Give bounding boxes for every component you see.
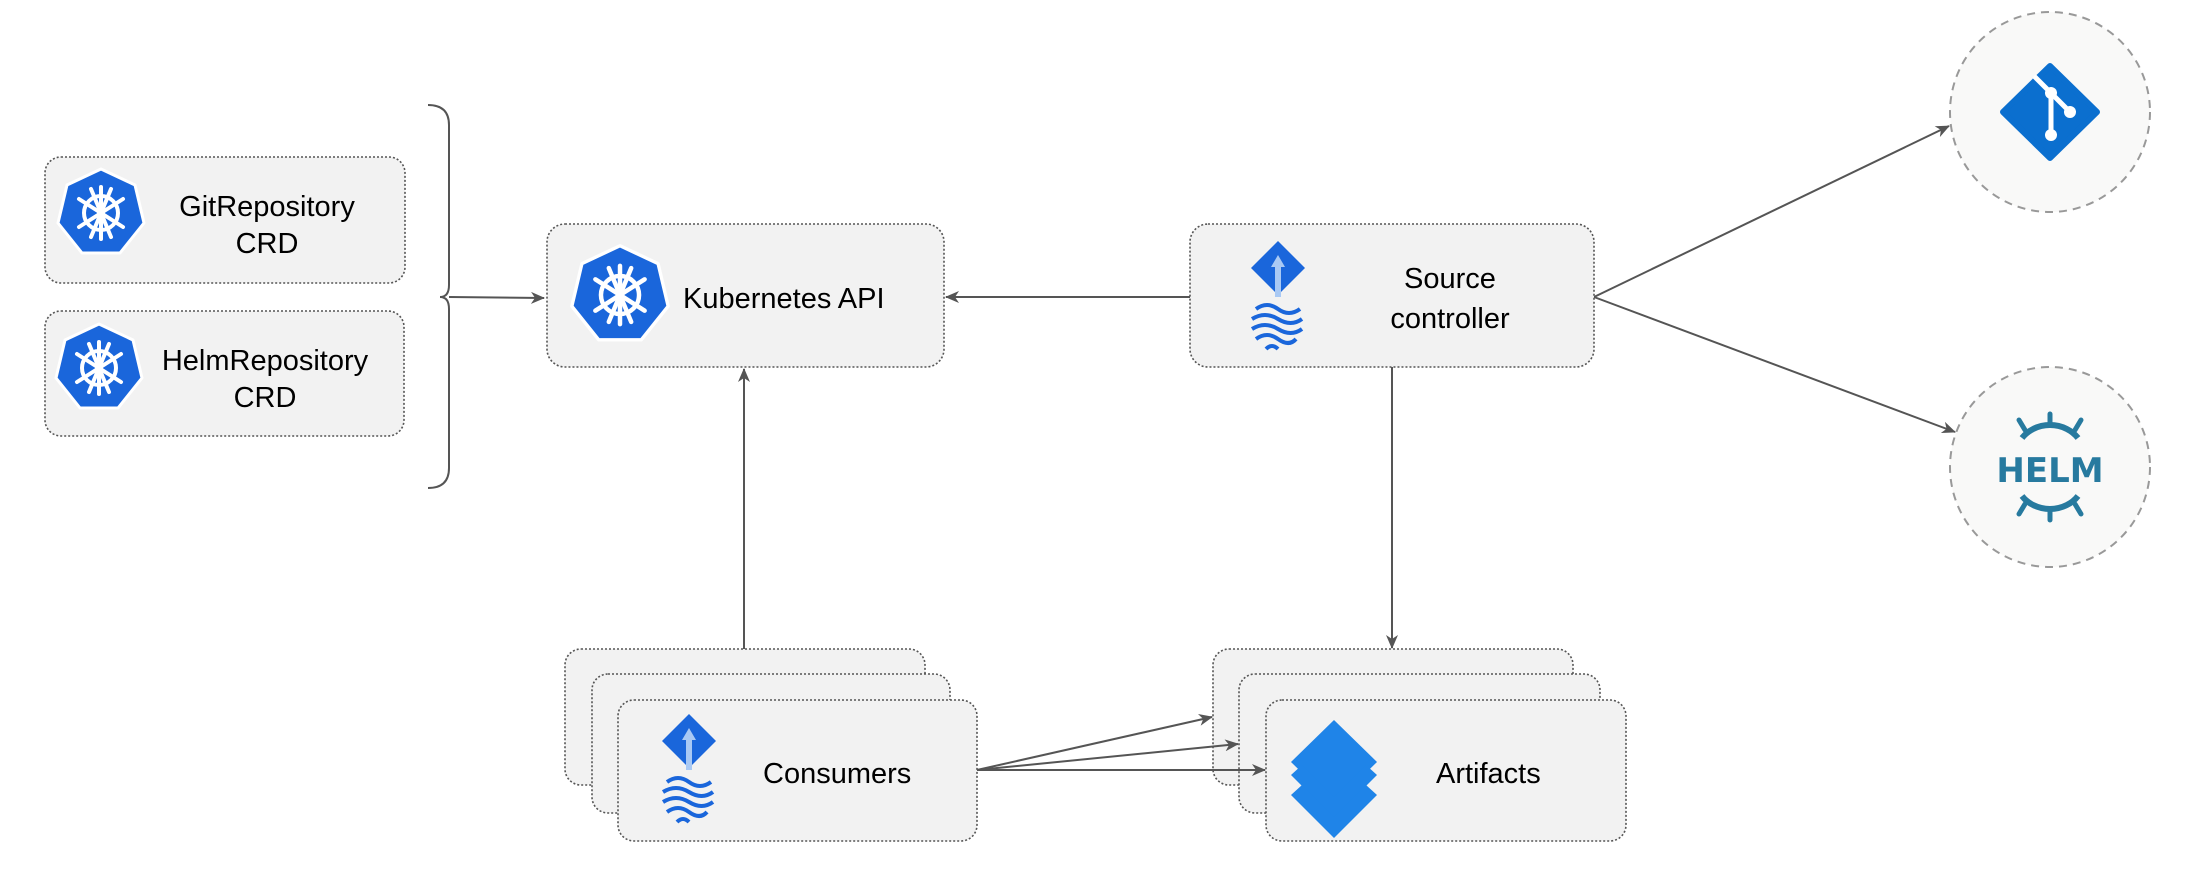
consumers-label: Consumers [763,758,911,790]
edge-source-to-git [1593,125,1950,298]
edge-consumers-to-artifacts-2 [976,739,1239,771]
artifacts-node[interactable]: Artifacts [1212,648,1627,842]
artifacts-label: Artifacts [1436,758,1541,790]
controller-label: controller [1390,303,1510,335]
kubernetes-api-label: Kubernetes API [683,283,885,315]
git-repository-crd-label: CRD [236,228,299,260]
helm-repository-crd-label: CRD [234,382,297,414]
edge-crds-to-api [448,291,545,304]
consumers-node[interactable]: Consumers [564,648,978,842]
helm-icon: HELM [1996,411,2104,523]
kubernetes-api-node[interactable]: Kubernetes API [546,223,945,368]
helm-repository-label: HelmRepository [162,345,369,377]
kubernetes-icon [572,246,668,340]
helm-repository-crd-node[interactable]: HelmRepository CRD [44,310,405,437]
layers-icon [1291,720,1377,838]
helm-logo-text: HELM [1996,451,2103,491]
git-icon [2000,63,2100,161]
git-node[interactable] [1949,11,2151,213]
source-controller-node[interactable]: Source controller [1189,223,1595,368]
edge-source-to-helm [1593,296,1956,434]
kubernetes-icon [56,167,146,255]
helm-node[interactable]: HELM [1949,366,2151,568]
edge-consumers-to-artifacts-1 [976,714,1213,771]
brace [427,104,450,489]
source-label: Source [1404,263,1496,295]
git-repository-crd-node[interactable]: GitRepository CRD [44,156,406,284]
kubernetes-icon [54,322,144,410]
git-repository-label: GitRepository [179,191,355,223]
